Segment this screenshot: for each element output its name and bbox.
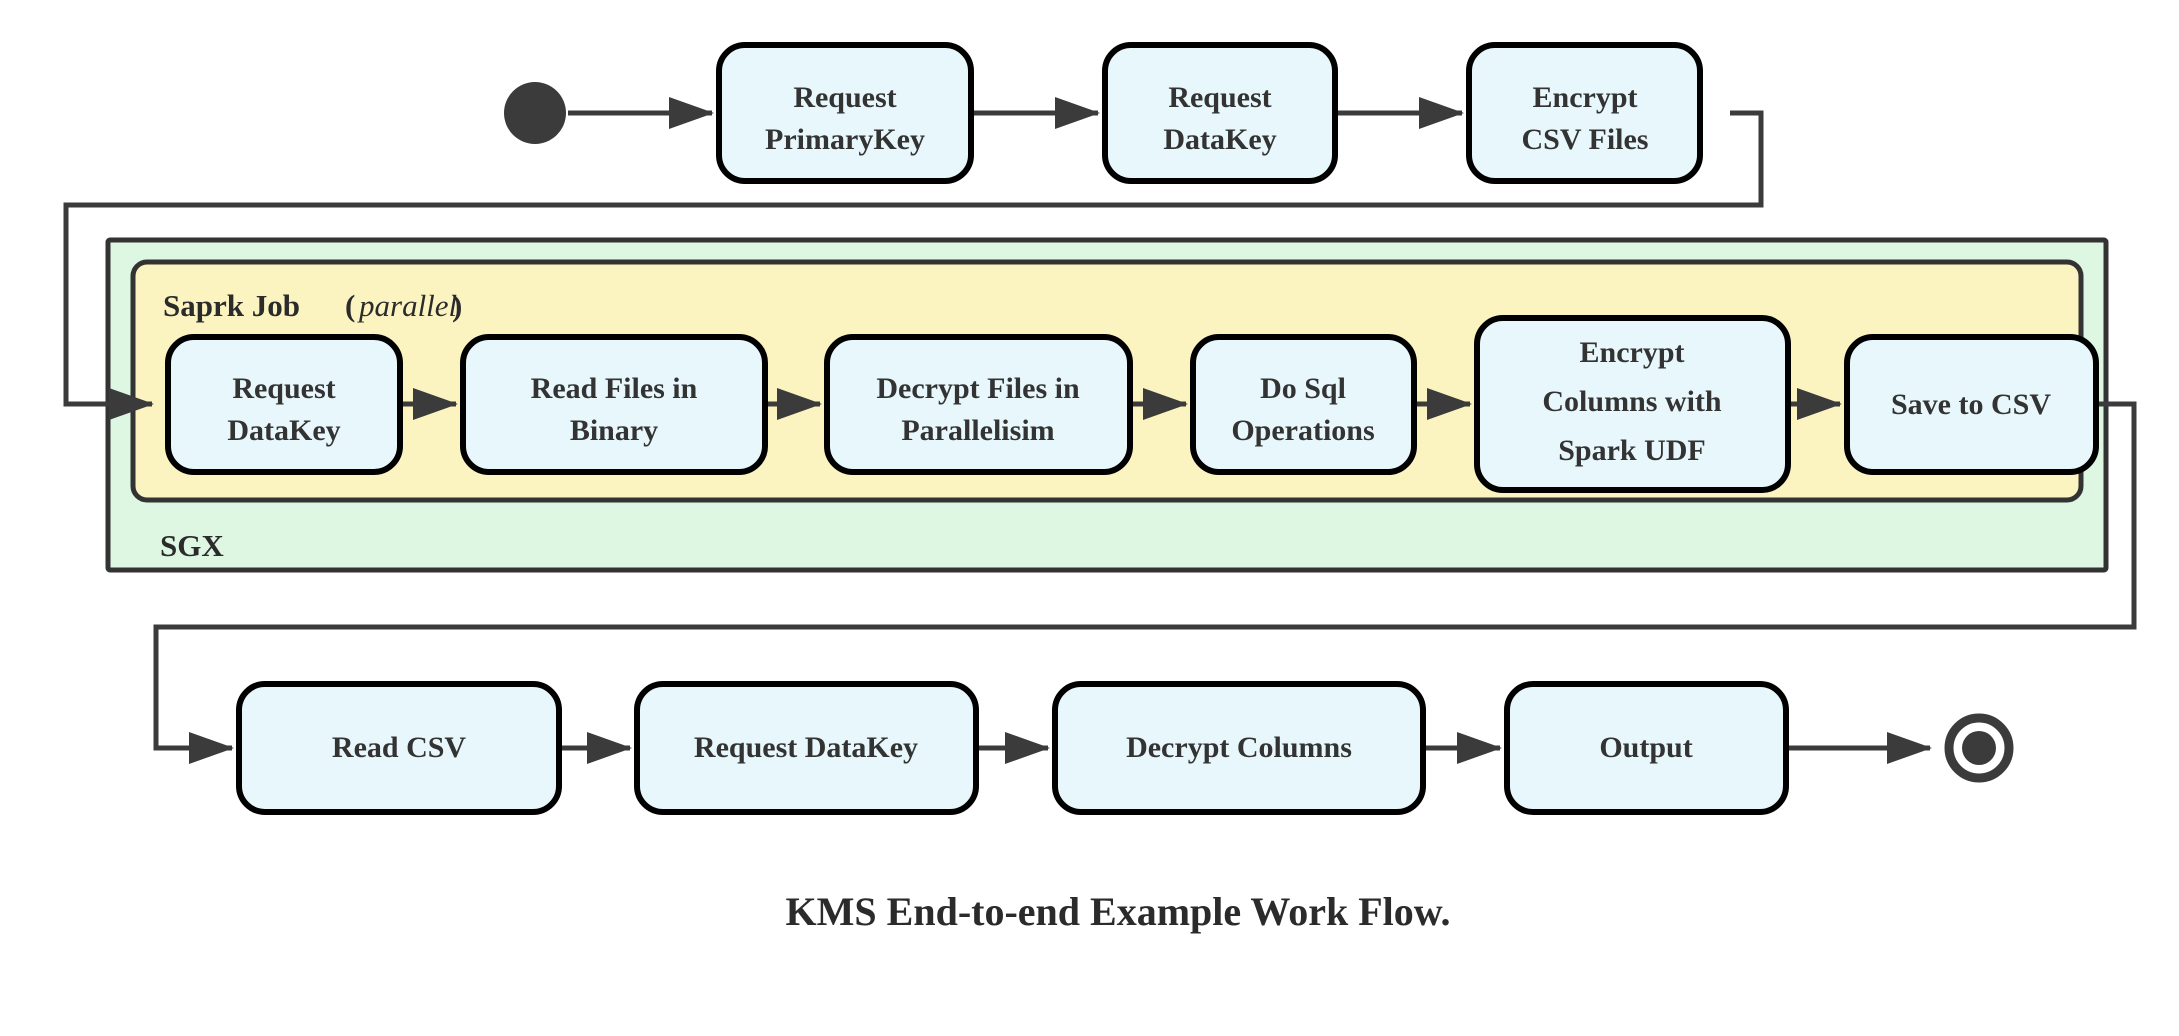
- node-read-csv[interactable]: Read CSV: [236, 681, 562, 815]
- node-decrypt-columns-line-1: Decrypt Columns: [1126, 731, 1352, 764]
- node-encrypt-csv-files-rect[interactable]: [1466, 42, 1703, 184]
- node-decrypt-files-in-parallelisim-rect[interactable]: [824, 334, 1133, 475]
- spark-job-qualifier: parallel: [357, 288, 457, 323]
- node-do-sql-operations[interactable]: Do Sql Operations: [1190, 334, 1417, 475]
- node-decrypt-files-in-parallelisim[interactable]: Decrypt Files in Parallelisim: [824, 334, 1133, 475]
- node-request-datakey-top[interactable]: Request DataKey: [1102, 42, 1338, 184]
- node-request-datakey-spark-line-1: Request: [232, 372, 335, 405]
- node-request-datakey-bottom-rect[interactable]: [634, 681, 979, 815]
- node-do-sql-operations-line-1: Do Sql: [1260, 372, 1346, 405]
- node-encrypt-columns-with-spark-udf-line-3: Spark UDF: [1558, 434, 1706, 467]
- node-decrypt-columns[interactable]: Decrypt Columns: [1052, 681, 1426, 815]
- node-request-datakey-spark[interactable]: Request DataKey: [165, 334, 403, 475]
- node-encrypt-csv-files-line-1: Encrypt: [1533, 81, 1638, 114]
- node-request-datakey-top-line-2: DataKey: [1163, 123, 1276, 156]
- node-encrypt-csv-files[interactable]: Encrypt CSV Files: [1466, 42, 1703, 184]
- node-read-csv-rect[interactable]: [236, 681, 562, 815]
- node-request-datakey-spark-line-2: DataKey: [227, 414, 340, 447]
- node-decrypt-columns-rect[interactable]: [1052, 681, 1426, 815]
- node-request-primarykey-rect[interactable]: [716, 42, 974, 184]
- node-output-line-1: Output: [1599, 731, 1692, 764]
- start-node: [504, 82, 566, 144]
- node-save-to-csv[interactable]: Save to CSV: [1844, 334, 2099, 475]
- node-read-csv-line-1: Read CSV: [332, 731, 467, 764]
- node-encrypt-csv-files-line-2: CSV Files: [1522, 123, 1649, 156]
- spark-job-paren-close: ): [452, 288, 462, 323]
- end-node: [1944, 713, 2014, 783]
- edge-savetocsv-to-readcsv: [153, 401, 2137, 765]
- node-do-sql-operations-rect[interactable]: [1190, 334, 1417, 475]
- node-encrypt-columns-with-spark-udf[interactable]: Encrypt Columns with Spark UDF: [1474, 315, 1791, 493]
- node-request-primarykey[interactable]: Request PrimaryKey: [716, 42, 974, 184]
- node-read-files-in-binary-rect[interactable]: [460, 334, 768, 475]
- node-read-files-in-binary[interactable]: Read Files in Binary: [460, 334, 768, 475]
- figure-caption: KMS End-to-end Example Work Flow.: [786, 889, 1451, 934]
- node-output-rect[interactable]: [1504, 681, 1789, 815]
- node-read-files-in-binary-line-2: Binary: [570, 414, 658, 447]
- edge-encryptcsv-to-sparkdatakey: [63, 110, 1764, 421]
- node-request-primarykey-line-1: Request: [793, 81, 896, 114]
- node-read-files-in-binary-line-1: Read Files in: [531, 372, 698, 405]
- node-decrypt-files-in-parallelisim-line-2: Parallelisim: [901, 414, 1054, 447]
- node-output[interactable]: Output: [1504, 681, 1789, 815]
- node-request-datakey-bottom[interactable]: Request DataKey: [634, 681, 979, 815]
- spark-job-label: Saprk Job: [163, 288, 300, 323]
- node-request-datakey-top-line-1: Request: [1168, 81, 1271, 114]
- node-request-primarykey-line-2: PrimaryKey: [765, 123, 925, 156]
- node-encrypt-columns-with-spark-udf-rect[interactable]: [1474, 315, 1791, 493]
- node-encrypt-columns-with-spark-udf-line-1: Encrypt: [1580, 336, 1685, 369]
- node-request-datakey-top-rect[interactable]: [1102, 42, 1338, 184]
- sgx-label: SGX: [160, 528, 224, 563]
- spark-job-paren-open: (: [345, 288, 355, 323]
- node-save-to-csv-rect[interactable]: [1844, 334, 2099, 475]
- node-save-to-csv-line-1: Save to CSV: [1891, 388, 2051, 421]
- node-decrypt-files-in-parallelisim-line-1: Decrypt Files in: [876, 372, 1080, 405]
- node-request-datakey-spark-rect[interactable]: [165, 334, 403, 475]
- node-request-datakey-bottom-line-1: Request DataKey: [694, 731, 918, 764]
- node-do-sql-operations-line-2: Operations: [1231, 414, 1374, 447]
- node-encrypt-columns-with-spark-udf-line-2: Columns with: [1542, 385, 1722, 418]
